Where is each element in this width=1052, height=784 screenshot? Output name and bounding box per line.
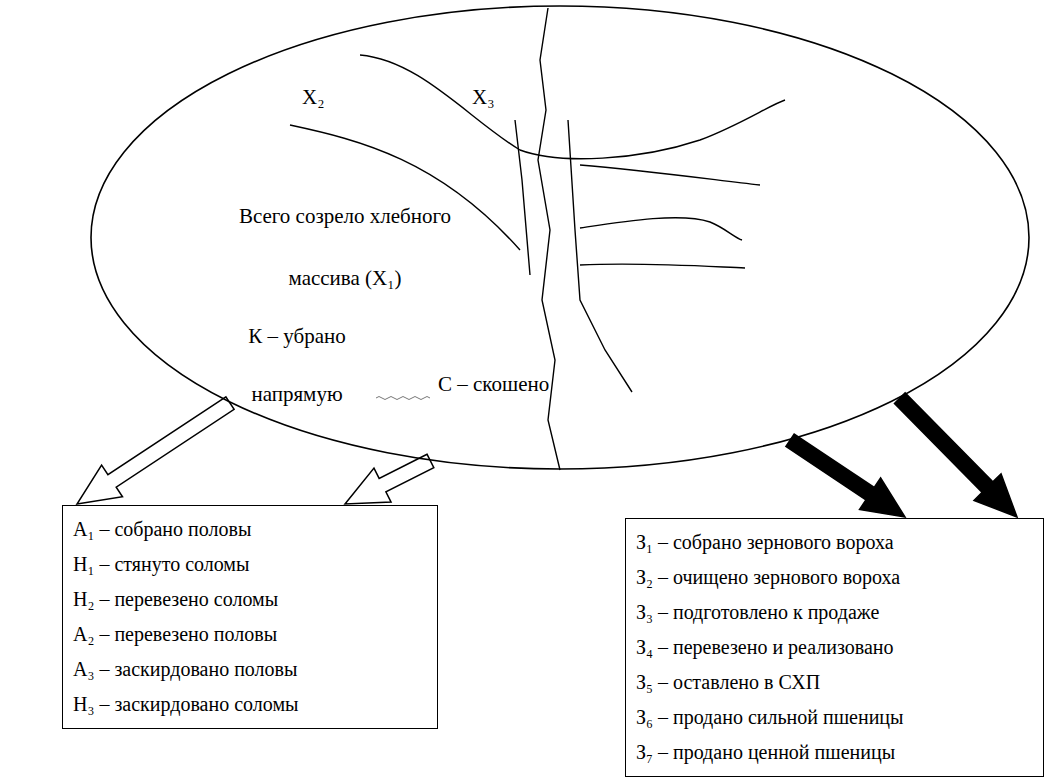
- field-lines: [290, 8, 785, 470]
- legend-line: З₅ – оставлено в СХП: [636, 665, 1033, 700]
- legend-line: З₃ – подготовлено к продаже: [636, 595, 1033, 630]
- field-text: К – убрано напрямую: [248, 324, 345, 406]
- field-boundary: [360, 55, 785, 159]
- field-boundary: [290, 125, 520, 250]
- block-arrow: [786, 434, 905, 517]
- field-text: С – скошено: [438, 372, 549, 396]
- field-label: X₃: [472, 85, 522, 109]
- field-boundary: [515, 120, 530, 275]
- legend-line: А₃ – заскирдовано половы: [73, 652, 427, 687]
- block-arrow: [345, 454, 434, 504]
- field-label: Всего созрело хлебного массива (X₁): [220, 185, 470, 309]
- wavy-underline: [376, 397, 430, 400]
- field-label: С – скошено: [438, 371, 588, 397]
- legend-line: Н₁ – стянуто соломы: [73, 547, 427, 582]
- field-boundary: [568, 120, 632, 392]
- legend-line: З₄ – перевезено и реализовано: [636, 630, 1033, 665]
- field-outline: [91, 6, 1029, 469]
- field-text: X₂: [302, 85, 325, 109]
- field-boundary: [580, 264, 745, 268]
- field-boundary: [580, 165, 760, 185]
- legend-line: З₂ – очищено зернового вороха: [636, 560, 1033, 595]
- legend-line: А₁ – собрано половы: [73, 512, 427, 547]
- legend-line: Н₂ – перевезено соломы: [73, 582, 427, 617]
- legend-line: З₇ – продано ценной пшеницы: [636, 735, 1033, 770]
- field-label: X₂: [302, 85, 352, 109]
- block-arrow: [77, 397, 234, 504]
- field-crack: [538, 8, 560, 470]
- ellipse-outline: [90, 5, 1030, 470]
- legend-line: З₆ – продано сильной пшеницы: [636, 700, 1033, 735]
- legend-box: З₁ – собрано зернового ворохаЗ₂ – очищен…: [625, 518, 1044, 777]
- field-label: К – убрано напрямую: [217, 307, 377, 423]
- field-ellipse: X₂ X₃ Всего созрело хлебного массива (X₁) К…: [90, 5, 1030, 470]
- field-boundary: [580, 218, 742, 240]
- field-text: Всего созрело хлебного массива (X₁): [239, 204, 451, 290]
- legend-line: А₂ – перевезено половы: [73, 617, 427, 652]
- legend-line: Н₃ – заскирдовано соломы: [73, 687, 427, 722]
- field-text: X₃: [472, 85, 495, 109]
- legend-box: А₁ – собрано половыН₁ – стянуто соломыН₂…: [62, 505, 438, 729]
- legend-line: З₁ – собрано зернового вороха: [636, 525, 1033, 560]
- block-arrow: [894, 393, 1017, 517]
